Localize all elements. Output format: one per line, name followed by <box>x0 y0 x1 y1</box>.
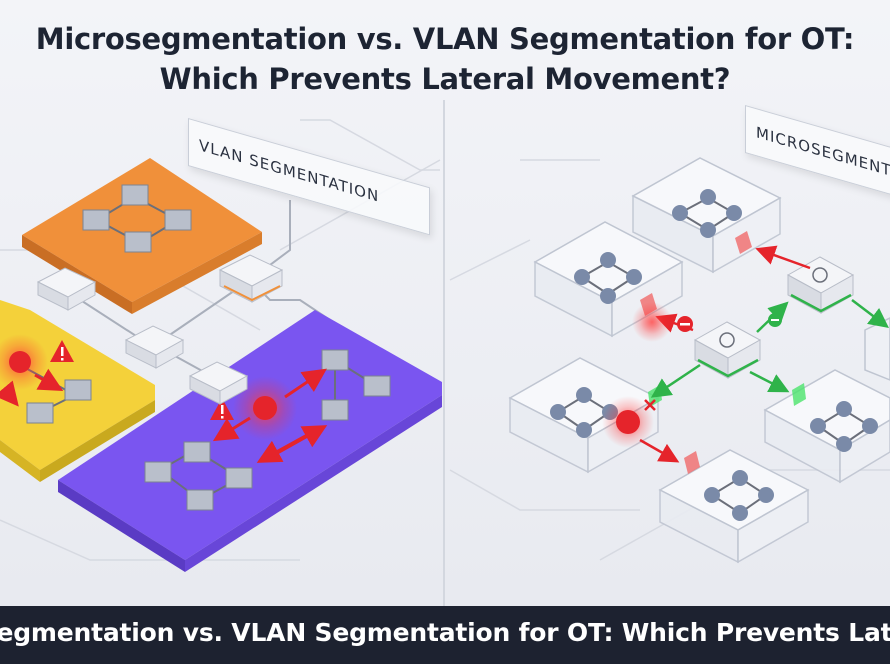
server-icon <box>144 349 391 511</box>
server-icon <box>26 379 92 424</box>
shield-icon <box>719 332 735 348</box>
shield-icon <box>735 231 752 254</box>
yellow-zone <box>0 300 155 482</box>
threat-icon <box>253 396 277 420</box>
shield-icon <box>812 267 828 283</box>
page-title-line2: Which Prevents Lateral Movement? <box>159 62 731 96</box>
purple-zone <box>58 310 442 572</box>
endpoint-node-icon <box>704 470 774 521</box>
attack-arrows <box>212 368 328 463</box>
scene-illustration <box>0 0 890 606</box>
network-switch-icon <box>36 267 97 311</box>
orange-zone <box>22 158 262 314</box>
gateway-node <box>693 321 762 379</box>
endpoint-node-icon <box>810 401 878 452</box>
panel-divider <box>443 100 445 606</box>
network-switch-icon <box>188 361 249 405</box>
caption-text: Microsegmentation vs. VLAN Segmentation … <box>0 618 890 647</box>
shield-icon <box>792 383 806 406</box>
micro-segment <box>658 449 810 564</box>
threat-icon <box>616 410 640 434</box>
attack-arrows <box>0 368 64 407</box>
micro-segment <box>508 357 662 474</box>
network-switch-icon <box>124 325 185 369</box>
warning-icon <box>50 340 74 362</box>
threat-icon <box>9 351 31 373</box>
endpoint-node-icon <box>672 189 742 238</box>
micro-segment <box>763 369 890 484</box>
micro-segment <box>631 157 782 274</box>
warning-icon <box>210 398 234 420</box>
page-title-line1: Microsegmentation vs. VLAN Segmentation … <box>35 22 855 56</box>
threat-glow <box>632 302 672 342</box>
network-switch-icon <box>218 254 284 303</box>
shield-icon <box>684 451 700 474</box>
caption-bar: Microsegmentation vs. VLAN Segmentation … <box>0 606 890 664</box>
endpoint-node-icon <box>574 252 642 304</box>
server-icon <box>82 184 192 253</box>
